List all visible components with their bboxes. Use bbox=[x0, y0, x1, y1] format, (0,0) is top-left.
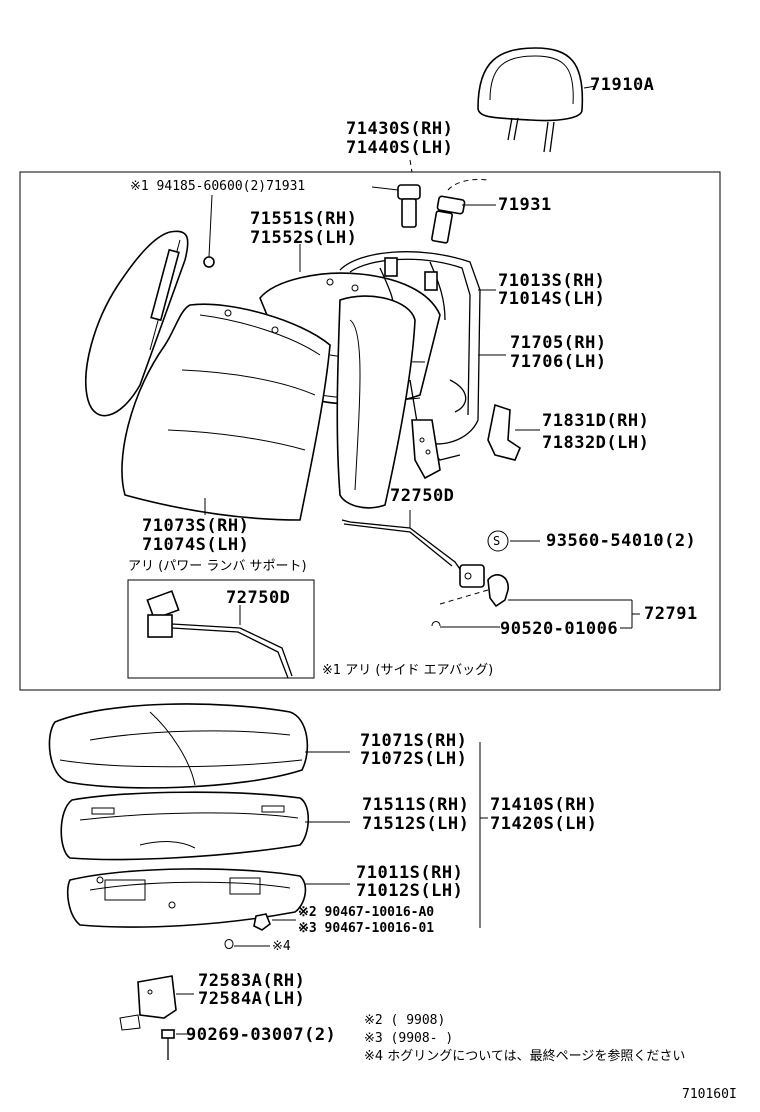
label-cushion-pad-lh: 71512S(LH) bbox=[362, 814, 470, 834]
label-bracket-rh: 72583A(RH) bbox=[198, 971, 306, 991]
label-hog-ring-note-ref: ※4 bbox=[272, 939, 291, 954]
headrest-drawing bbox=[477, 47, 597, 153]
label-cushion-cover-rh: 71071S(RH) bbox=[360, 731, 468, 751]
label-headrest: 71910A bbox=[590, 75, 655, 95]
label-inset-rod: 72750D bbox=[226, 588, 291, 608]
hog-ring-drawing bbox=[224, 913, 296, 949]
label-airbag-note: ※1 アリ (サイド エアバッグ) bbox=[322, 663, 494, 678]
support-left-drawing bbox=[371, 184, 421, 228]
label-frame-lh: 71014S(LH) bbox=[498, 289, 606, 309]
label-hog-ring-01: ※3 90467-10016-01 bbox=[298, 921, 435, 936]
label-screw: 93560-54010(2) bbox=[546, 531, 697, 551]
bolt-drawing bbox=[161, 1029, 194, 1060]
label-pad-lh: 71552S(LH) bbox=[250, 228, 358, 248]
label-clip-bolt: ※1 94185-60600(2)71931 bbox=[130, 179, 306, 194]
label-cushion-assy-rh: 71410S(RH) bbox=[490, 795, 598, 815]
note-4: ※4 ホグリングについては、最終ページを参照ください bbox=[364, 1049, 686, 1064]
label-hog-ring-a0: ※2 90467-10016-A0 bbox=[298, 905, 435, 920]
figure-id: 710160I bbox=[682, 1087, 737, 1102]
back-cover-drawing bbox=[121, 295, 416, 521]
side-board-drawing bbox=[85, 194, 215, 417]
cushion-pad-drawing bbox=[60, 791, 350, 861]
label-back-assy-lh: 71440S(LH) bbox=[346, 138, 454, 158]
seat-bracket-drawing bbox=[119, 975, 194, 1031]
label-clip: 90520-01006 bbox=[500, 619, 619, 639]
label-cushion-frame-lh: 71012S(LH) bbox=[356, 881, 464, 901]
cushion-cover-drawing bbox=[48, 703, 350, 789]
label-power-lumbar-note: アリ (パワー ランバ サポート) bbox=[128, 559, 307, 574]
label-bracket-lh: 72584A(LH) bbox=[198, 989, 306, 1009]
label-bolt: 90269-03007(2) bbox=[186, 1025, 337, 1045]
label-lever-set: 72791 bbox=[644, 604, 698, 624]
note-3: ※3 (9908- ) bbox=[364, 1031, 454, 1046]
seatback-group-box bbox=[19, 171, 721, 691]
label-screw-symbol: S bbox=[493, 534, 501, 548]
label-cover-back-lh: 71074S(LH) bbox=[142, 535, 250, 555]
lever-drawing bbox=[431, 574, 640, 629]
label-support-right: 71931 bbox=[498, 195, 552, 215]
screw-symbol-circle bbox=[487, 530, 509, 552]
back-frame-drawing bbox=[339, 251, 506, 480]
label-cushion-assy-lh: 71420S(LH) bbox=[490, 814, 598, 834]
label-pad-rh: 71551S(RH) bbox=[250, 209, 358, 229]
label-lumbar-rod: 72750D bbox=[390, 486, 455, 506]
label-frame-rh: 71013S(RH) bbox=[498, 271, 606, 291]
label-cover-back-rh: 71073S(RH) bbox=[142, 516, 250, 536]
label-spring-rh: 71705(RH) bbox=[510, 333, 607, 353]
label-cushion-cover-lh: 71072S(LH) bbox=[360, 749, 468, 769]
cushion-assy-bracket bbox=[479, 742, 488, 928]
inset-motor-drawing bbox=[146, 590, 293, 679]
lumbar-rod-drawing bbox=[341, 510, 485, 588]
label-cushion-frame-rh: 71011S(RH) bbox=[356, 863, 464, 883]
label-board-lh: 71832D(LH) bbox=[542, 433, 650, 453]
cushion-frame-drawing bbox=[66, 868, 350, 928]
label-back-assy-rh: 71430S(RH) bbox=[346, 119, 454, 139]
support-right-drawing bbox=[431, 179, 496, 244]
lumbar-inset-box bbox=[127, 579, 315, 679]
note-2: ※2 ( 9908) bbox=[364, 1013, 446, 1028]
label-spring-lh: 71706(LH) bbox=[510, 352, 607, 372]
back-board-bracket-drawing bbox=[487, 403, 540, 461]
label-cushion-pad-rh: 71511S(RH) bbox=[362, 795, 470, 815]
label-board-rh: 71831D(RH) bbox=[542, 411, 650, 431]
